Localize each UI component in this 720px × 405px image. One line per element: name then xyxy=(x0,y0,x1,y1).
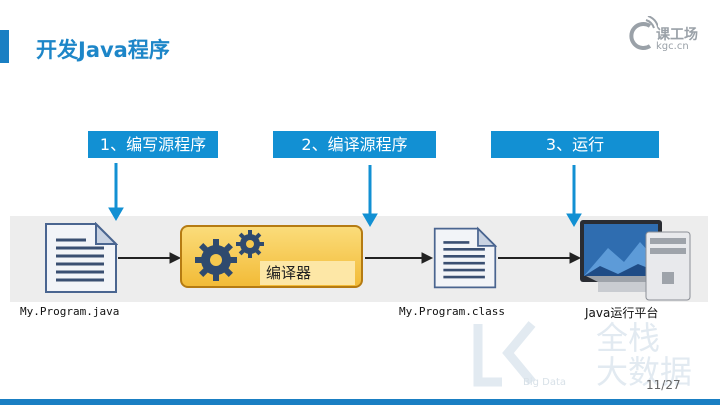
step-compile-source: 2、编译源程序 xyxy=(273,131,436,158)
step-run: 3、运行 xyxy=(491,131,659,158)
bottom-accent-bar xyxy=(0,399,720,405)
watermark-line1: 全栈 xyxy=(596,319,661,357)
platform-label: Java运行平台 xyxy=(585,306,659,320)
down-arrow-run-head xyxy=(566,213,582,227)
down-arrow-write-head xyxy=(108,207,124,221)
logo-text: 课工场 xyxy=(656,27,698,43)
watermark-small-text: Big Data xyxy=(523,377,567,388)
bigdata-watermark-icon xyxy=(473,321,536,387)
source-file-label: My.Program.java xyxy=(20,305,120,318)
down-arrow-compile-head xyxy=(362,213,378,227)
logo-c-icon xyxy=(629,16,658,50)
computer-icon xyxy=(580,220,691,301)
page-number: 11/27 xyxy=(646,378,681,392)
class-file-label: My.Program.class xyxy=(399,305,505,318)
title-accent-bar xyxy=(0,30,9,63)
watermark-line2: 大数据 xyxy=(596,353,693,391)
gears-icon xyxy=(195,230,264,281)
kgc-logo: 课工场 kgc.cn xyxy=(628,14,708,58)
logo-subtext: kgc.cn xyxy=(656,41,689,52)
class-file-icon xyxy=(433,226,497,289)
compiler-label: 编译器 xyxy=(260,261,355,285)
step-write-source: 1、编写源程序 xyxy=(88,131,218,158)
source-file-icon xyxy=(45,222,118,293)
page-title: 开发Java程序 xyxy=(36,38,170,62)
